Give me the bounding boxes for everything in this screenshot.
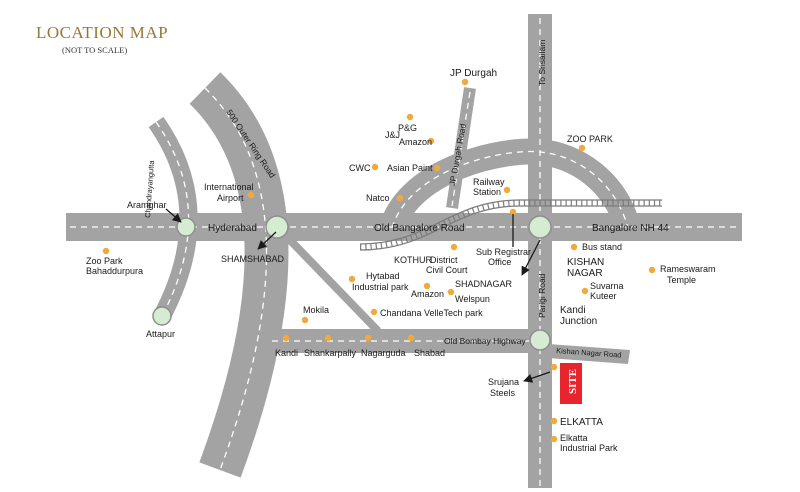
roads	[66, 14, 742, 488]
attapur-junction	[152, 306, 172, 326]
old-bombay-highway	[268, 329, 532, 353]
label-asian-paint: Asian Paint	[387, 163, 433, 173]
place-labels: JP Durgah J&J P&G Amazon ZOO PARK CWC As…	[86, 68, 716, 453]
label-kothur: KOTHUR	[394, 255, 433, 265]
label-kishan-nagar-2: NAGAR	[567, 268, 603, 279]
label-district-civil-court-2: Civil Court	[426, 265, 468, 275]
poi-dots	[102, 78, 656, 443]
label-suvarna-1: Suvarna	[590, 281, 624, 291]
label-rameswaram-1: Rameswaram	[660, 264, 716, 274]
old-bombay-highway-label: Old Bombay Highway	[444, 336, 526, 346]
label-chandana: Chandana VelleTech park	[380, 308, 483, 318]
label-hytabad-2: Industrial park	[352, 282, 409, 292]
label-elkatta-ip-2: Industrial Park	[560, 443, 618, 453]
map-subtitle: (NOT TO SCALE)	[62, 45, 127, 55]
site-box	[560, 363, 582, 404]
kishan-nagar-road	[548, 344, 630, 364]
label-natco: Natco	[366, 193, 390, 203]
label-sub-registrar-2: Office	[488, 257, 511, 267]
label-amazon-mid: Amazon	[411, 289, 444, 299]
hyderabad-road-label: Hyderabad	[208, 223, 257, 234]
label-bus-stand: Bus stand	[582, 242, 622, 252]
site-label: SITE	[567, 369, 579, 394]
label-rameswaram-2: Temple	[667, 275, 696, 285]
label-elkatta-ip-1: Elkatta	[560, 433, 588, 443]
label-hytabad-1: Hytabad	[366, 271, 400, 281]
label-shadnagar: SHADNAGAR	[455, 279, 513, 289]
label-railway-station-2: Station	[473, 187, 501, 197]
to-srisailam-label: To Srisailam	[537, 40, 547, 86]
label-jp-durgah: JP Durgah	[450, 68, 497, 79]
label-welspun: Welspun	[455, 294, 490, 304]
label-amazon-top: Amazon	[399, 137, 432, 147]
pointer-arrows	[165, 208, 551, 383]
shadnagar-junction	[528, 215, 552, 239]
label-elkatta: ELKATTA	[560, 417, 603, 428]
label-suvarna-2: Kuteer	[590, 291, 617, 301]
label-shankarpally: Shankarpally	[304, 348, 357, 358]
site-marker: SITE	[560, 363, 582, 404]
kandi-junction	[529, 329, 551, 351]
label-zoo-park: ZOO PARK	[567, 134, 613, 144]
label-kandi-junction-2: Junction	[560, 316, 597, 327]
orr-connector-road	[285, 235, 381, 334]
bangalore-nh44-label: Bangalore NH 44	[592, 223, 669, 234]
chandrayangutta-label: Chandrayangutta	[143, 159, 156, 218]
road-centre-lines	[70, 18, 740, 486]
label-shamshabad: SHAMSHABAD	[221, 254, 285, 264]
label-railway-station-1: Railway	[473, 177, 505, 187]
label-cwc: CWC	[349, 163, 371, 173]
parigi-road-label: Parigi Road	[537, 273, 547, 318]
label-kishan-nagar-1: KISHAN	[567, 257, 604, 268]
label-nagarguda: Nagarguda	[361, 348, 406, 358]
label-zoo-park-bahadurpura-2: Bahaddurpura	[86, 266, 143, 276]
label-zoo-park-bahadurpura-1: Zoo Park	[86, 256, 123, 266]
label-shabad: Shabad	[414, 348, 445, 358]
label-attapur: Attapur	[146, 329, 175, 339]
label-mokila: Mokila	[303, 305, 329, 315]
label-sub-registrar-1: Sub Registrar	[476, 247, 531, 257]
label-international-airport-1: International	[204, 182, 254, 192]
hyderabad-junction	[265, 215, 289, 239]
label-jj: J&J	[385, 130, 400, 140]
label-aramghar: Aramghar	[127, 200, 167, 210]
label-district-civil-court-1: District	[430, 255, 458, 265]
old-bangalore-road-label: Old Bangalore Road	[374, 223, 465, 234]
label-kandi-junction-1: Kandi	[560, 305, 586, 316]
label-kandi: Kandi	[275, 348, 298, 358]
label-international-airport-2: Airport	[217, 193, 244, 203]
label-pg: P&G	[398, 123, 417, 133]
label-srujana-2: Steels	[490, 388, 516, 398]
label-srujana-1: Srujana	[488, 377, 519, 387]
map-title: LOCATION MAP	[36, 23, 168, 42]
railway-track	[359, 199, 662, 251]
